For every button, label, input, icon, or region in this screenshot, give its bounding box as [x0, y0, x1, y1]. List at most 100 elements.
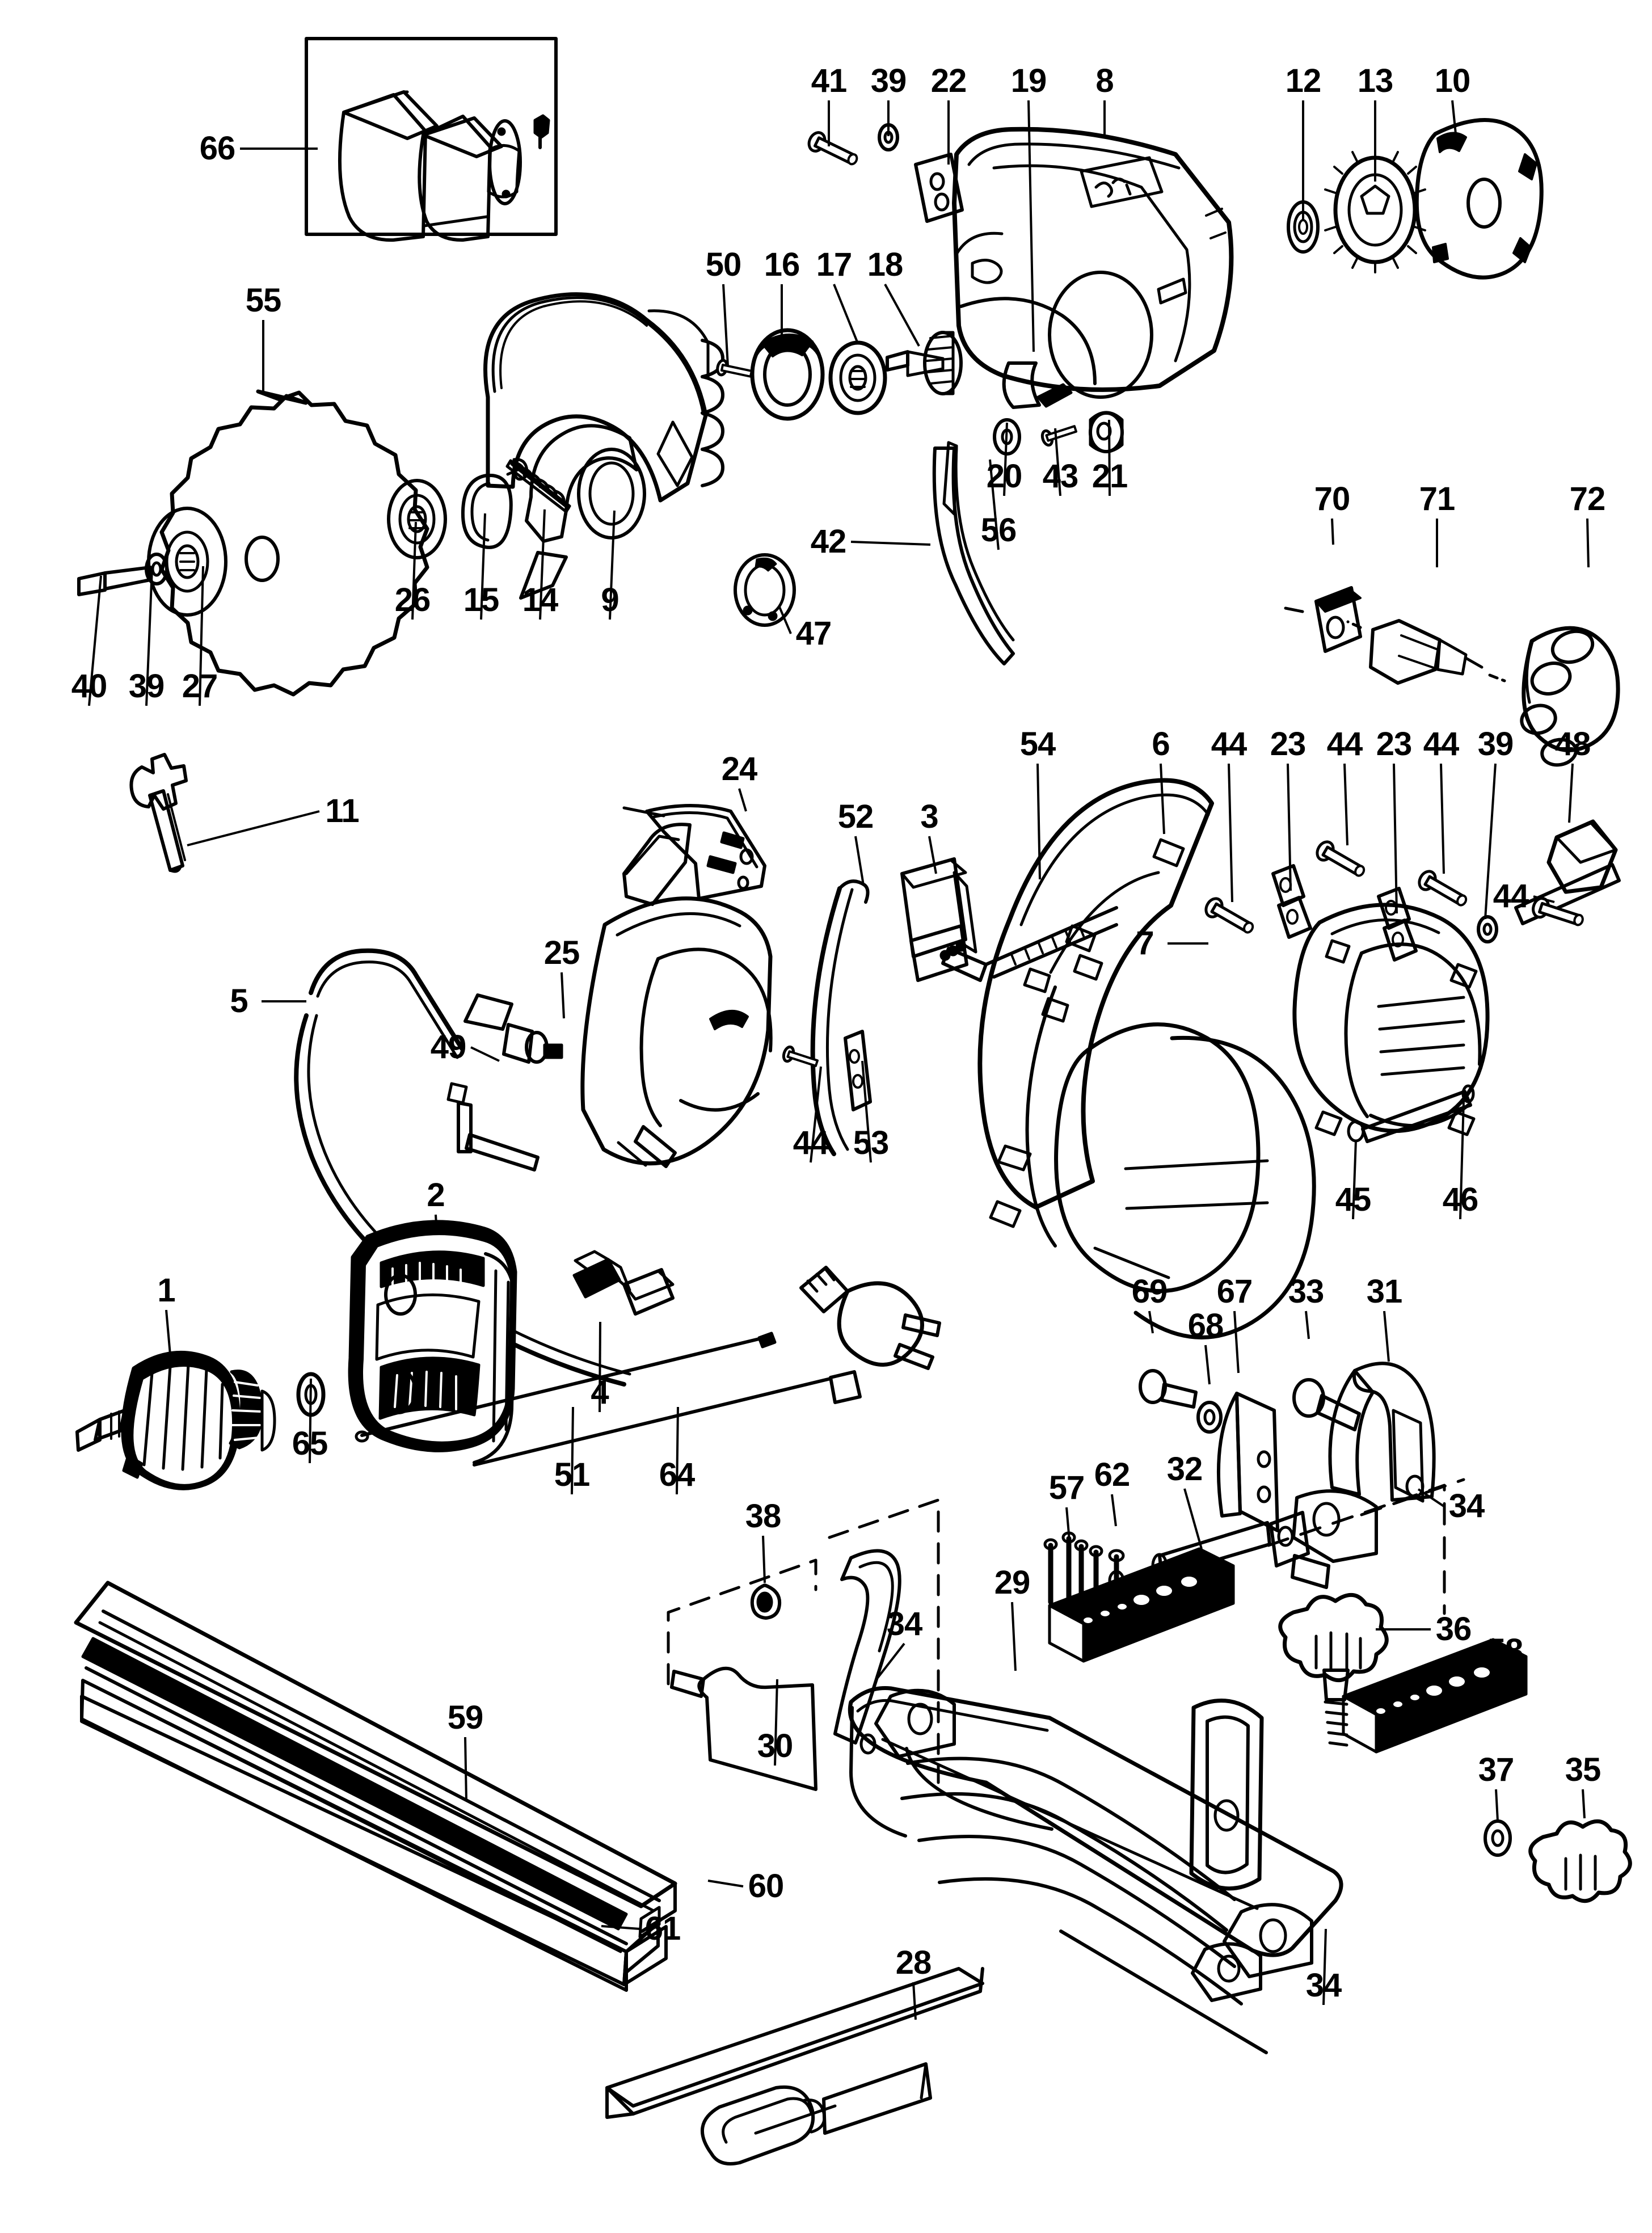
callout-number-6: 6: [1152, 726, 1170, 762]
callout-leader: [989, 459, 1000, 550]
callout-number-44: 44: [1326, 726, 1363, 762]
callout-number-33: 33: [1288, 1273, 1325, 1310]
callout-leader: [1228, 763, 1233, 903]
callout-number-5: 5: [230, 983, 248, 1019]
callout-number-29: 29: [994, 1564, 1031, 1601]
callout-leader: [778, 606, 792, 634]
callout-number-24: 24: [721, 751, 758, 787]
callout-number-64: 64: [659, 1456, 696, 1493]
callout-number-72: 72: [1569, 481, 1606, 517]
callout-number-7: 7: [1136, 925, 1154, 962]
callout-leader: [774, 1679, 778, 1766]
callout-number-59: 59: [447, 1699, 484, 1736]
callout-number-39: 39: [128, 668, 165, 705]
callout-leader: [1065, 1507, 1071, 1541]
callout-number-54: 54: [1019, 726, 1056, 762]
callout-leader: [1383, 1311, 1390, 1362]
callout-number-55: 55: [245, 282, 282, 319]
callout-leader: [1027, 100, 1035, 352]
callout-leader: [1148, 1311, 1154, 1334]
callout-leader: [1287, 763, 1292, 891]
callout-leader: [810, 1066, 822, 1163]
callout-number-19: 19: [1010, 62, 1047, 99]
callout-number-23: 23: [1376, 726, 1413, 762]
callout-leader: [199, 566, 204, 706]
callout-leader: [1183, 1488, 1203, 1549]
callout-number-34: 34: [1305, 1967, 1342, 2004]
callout-number-56: 56: [980, 512, 1017, 549]
callout-leader: [1417, 1488, 1445, 1507]
callout-number-44: 44: [1493, 878, 1529, 915]
callout-leader: [1459, 1100, 1465, 1220]
callout-number-44: 44: [1211, 726, 1248, 762]
callout-number-71: 71: [1419, 481, 1456, 517]
callout-number-66: 66: [199, 130, 236, 167]
callout-number-39: 39: [1477, 726, 1514, 762]
callout-number-13: 13: [1357, 62, 1394, 99]
callout-leader: [1204, 1345, 1211, 1385]
callout-number-2: 2: [427, 1177, 445, 1214]
callout-number-50: 50: [705, 246, 742, 283]
callout-leader: [1343, 763, 1348, 846]
callout-leader: [1586, 518, 1590, 568]
callout-number-70: 70: [1314, 481, 1351, 517]
callout-number-44: 44: [793, 1124, 829, 1161]
callout-leader: [676, 1406, 679, 1495]
callout-leader: [165, 1309, 171, 1355]
callout-leader: [1582, 1789, 1586, 1819]
callout-number-44: 44: [1423, 726, 1460, 762]
callout-number-46: 46: [1442, 1181, 1479, 1218]
callout-number-27: 27: [182, 668, 218, 705]
callout-number-16: 16: [764, 246, 800, 283]
callout-leader: [850, 541, 931, 546]
callout-leader: [1054, 428, 1061, 496]
callout-number-35: 35: [1565, 1751, 1602, 1788]
callout-number-43: 43: [1042, 458, 1079, 495]
callout-leader: [1331, 518, 1334, 545]
callout-leader: [1451, 100, 1457, 134]
callout-number-45: 45: [1335, 1181, 1372, 1218]
callout-leader: [738, 788, 747, 812]
callout-leader: [1111, 1494, 1117, 1527]
callout-number-69: 69: [1131, 1273, 1168, 1310]
callout-leader: [884, 284, 920, 347]
callout-number-32: 32: [1166, 1451, 1203, 1488]
callout-leader: [539, 509, 546, 620]
callout-number-9: 9: [601, 582, 619, 618]
callout-leader: [1011, 1602, 1017, 1671]
callout-number-38: 38: [745, 1498, 782, 1535]
callout-number-17: 17: [816, 246, 853, 283]
callout-number-22: 22: [930, 62, 967, 99]
callout-leader: [1495, 1789, 1499, 1822]
callout-leader: [411, 521, 417, 620]
callout-leader: [145, 568, 153, 706]
callout-number-40: 40: [71, 668, 108, 705]
callout-leader: [309, 1378, 312, 1464]
callout-leader: [861, 1060, 872, 1163]
callout-number-39: 39: [870, 62, 907, 99]
callout-number-34: 34: [886, 1606, 923, 1642]
callout-number-61: 61: [644, 1910, 681, 1947]
callout-number-52: 52: [837, 798, 874, 835]
callout-leader: [854, 836, 865, 886]
callout-number-65: 65: [292, 1425, 328, 1462]
callout-leader: [722, 284, 729, 366]
callout-leader: [928, 836, 937, 874]
callout-leader: [707, 1880, 744, 1887]
callout-number-31: 31: [1366, 1273, 1403, 1310]
callout-number-28: 28: [895, 1944, 932, 1981]
callout-leader: [601, 1925, 640, 1930]
callout-number-21: 21: [1092, 458, 1128, 495]
callout-number-68: 68: [1187, 1307, 1224, 1344]
callout-number-34: 34: [1448, 1488, 1485, 1524]
callout-number-3: 3: [920, 798, 938, 835]
callout-leader: [1036, 763, 1041, 880]
callout-leader: [1440, 763, 1445, 874]
callout-number-42: 42: [810, 523, 847, 560]
callout-number-23: 23: [1270, 726, 1307, 762]
callout-leader: [1352, 1140, 1357, 1220]
callout-number-36: 36: [1435, 1611, 1472, 1648]
callout-number-15: 15: [463, 582, 500, 618]
callout-number-30: 30: [757, 1728, 794, 1764]
